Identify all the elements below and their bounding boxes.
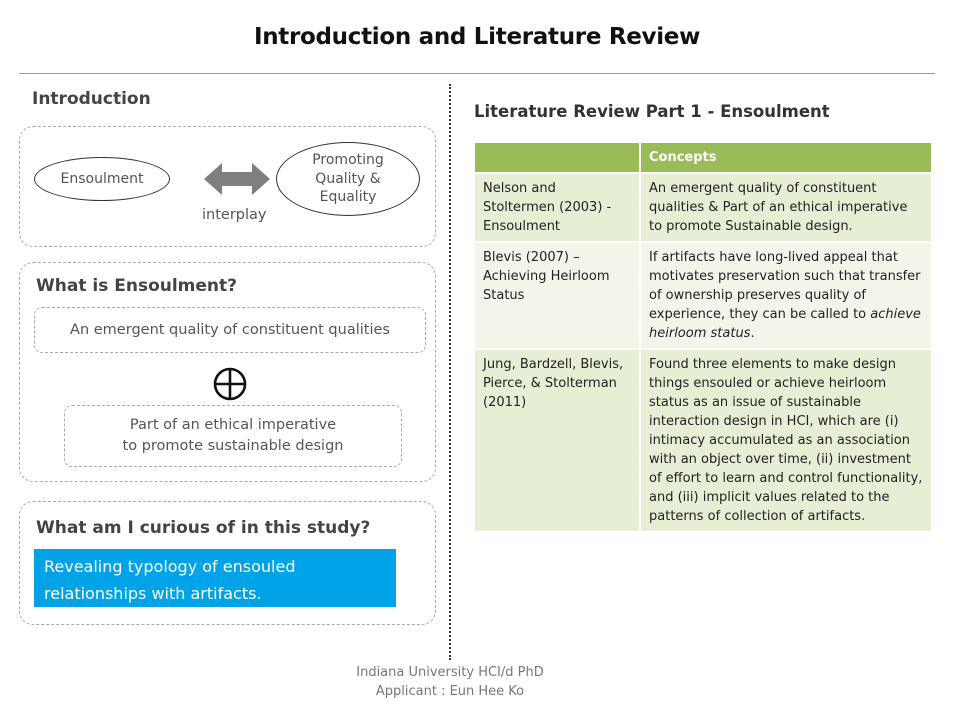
header-source — [473, 141, 641, 174]
table-header-row: Concepts — [473, 141, 933, 174]
concept-cell: Found three elements to make design thin… — [639, 348, 933, 533]
emergent-quality-text: An emergent quality of constituent quali… — [70, 322, 390, 338]
curious-heading: What am I curious of in this study? — [36, 518, 371, 538]
concept-text: If artifacts have long-lived appeal that… — [649, 250, 921, 322]
source-cell: Blevis (2007) – Achieving Heirloom Statu… — [473, 241, 641, 350]
footer-line-2: Applicant : Eun Hee Ko — [375, 684, 525, 699]
intro-heading: Introduction — [32, 89, 151, 109]
ellipse-line-2: Quality & — [315, 170, 381, 187]
concept-cell: If artifacts have long-lived appeal that… — [639, 241, 933, 350]
table-row: Nelson and Stoltermen (2003) - Ensoulmen… — [473, 172, 933, 243]
what-is-heading: What is Ensoulment? — [36, 276, 238, 296]
concept-end: . — [750, 326, 755, 341]
curious-box — [19, 501, 436, 625]
header-concepts: Concepts — [639, 141, 933, 174]
ellipse-line-1: Promoting — [312, 151, 384, 168]
slide-title: Introduction and Literature Review — [253, 24, 701, 50]
table-row: Blevis (2007) – Achieving Heirloom Statu… — [473, 241, 933, 350]
research-line-1: Revealing typology of ensouled — [44, 557, 296, 576]
ensoulment-ellipse-label: Ensoulment — [60, 170, 144, 187]
ethical-line-2: to promote sustainable design — [122, 438, 344, 454]
promoting-quality-ellipse: Promoting Quality & Equality — [276, 142, 420, 216]
emergent-quality-box: An emergent quality of constituent quali… — [34, 307, 426, 353]
research-line-2: relationships with artifacts. — [44, 584, 262, 603]
what-is-box — [19, 262, 436, 482]
double-arrow-icon — [204, 163, 270, 195]
footer: Indiana University HCI/d PhD Applicant :… — [0, 663, 900, 701]
column-divider — [449, 84, 451, 660]
ethical-imperative-box: Part of an ethical imperative to promote… — [64, 405, 402, 467]
circled-plus-icon — [213, 367, 247, 401]
concept-cell: An emergent quality of constituent quali… — [639, 172, 933, 243]
source-cell: Jung, Bardzell, Blevis, Pierce, & Stolte… — [473, 348, 641, 533]
interplay-label: interplay — [202, 207, 267, 223]
research-question-box: Revealing typology of ensouled relations… — [34, 549, 396, 607]
lit-review-table: Concepts Nelson and Stoltermen (2003) - … — [473, 141, 933, 533]
table-row: Jung, Bardzell, Blevis, Pierce, & Stolte… — [473, 348, 933, 533]
ethical-line-1: Part of an ethical imperative — [129, 417, 337, 433]
title-divider — [19, 73, 935, 74]
ensoulment-ellipse: Ensoulment — [34, 157, 170, 201]
ellipse-line-3: Equality — [319, 189, 377, 206]
concept-italic-text: achieve heirloom status — [649, 307, 921, 341]
source-cell: Nelson and Stoltermen (2003) - Ensoulmen… — [473, 172, 641, 243]
lit-review-title: Literature Review Part 1 - Ensoulment — [474, 102, 830, 121]
intro-box — [19, 126, 436, 247]
footer-line-1: Indiana University HCI/d PhD — [356, 665, 544, 680]
